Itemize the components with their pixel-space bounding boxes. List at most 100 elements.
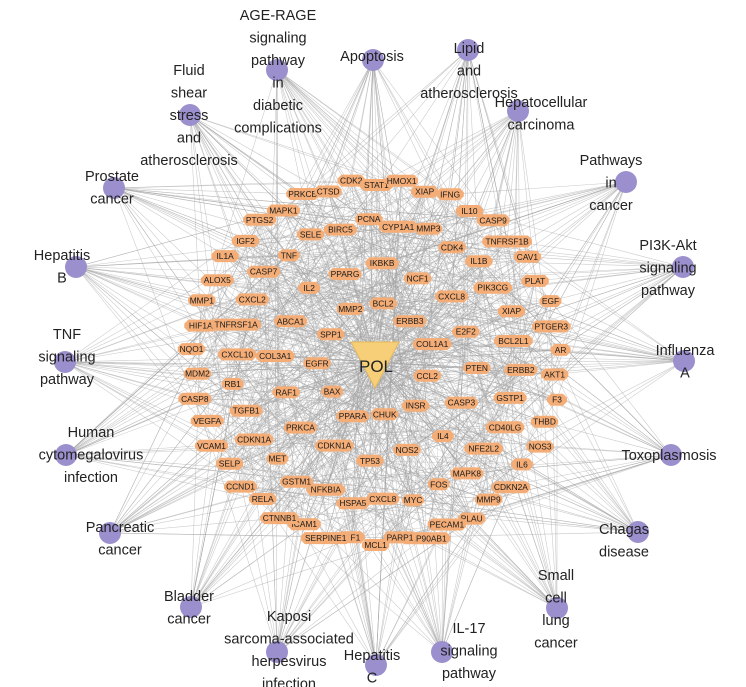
- pathway-label: Toxoplasmosis: [621, 448, 716, 464]
- gene-node: IL1A: [211, 250, 239, 263]
- gene-node-shape: [371, 408, 399, 421]
- gene-node: CASP9: [476, 214, 510, 227]
- edge: [276, 69, 453, 248]
- gene-node-shape: [378, 220, 418, 233]
- pathway-circle: [546, 597, 568, 619]
- gene-node: TGFB1: [229, 404, 263, 417]
- pathway-circle: [365, 654, 387, 676]
- pathway-label-line: pathway: [251, 53, 306, 69]
- pathway-circle: [627, 521, 649, 543]
- edge: [75, 266, 512, 312]
- pathway-circle: [54, 351, 76, 373]
- gene-node: IL4: [432, 430, 454, 443]
- edge: [113, 187, 555, 375]
- gene-node-shape: [260, 512, 299, 525]
- edge: [534, 280, 672, 456]
- gene-node-shape: [286, 188, 320, 200]
- edge: [65, 435, 443, 456]
- edge: [375, 266, 684, 546]
- gene-node: MET: [266, 452, 289, 465]
- gene-node-shape: [540, 368, 569, 381]
- gene-node-shape: [211, 318, 261, 331]
- gene-node-shape: [464, 442, 503, 455]
- edge: [189, 114, 246, 242]
- edge: [276, 69, 303, 195]
- gene-label: SPP1: [320, 329, 342, 339]
- pathway-circle: [362, 49, 384, 71]
- edge: [309, 266, 684, 289]
- edge: [211, 361, 377, 447]
- edge: [424, 110, 519, 192]
- gene-label: RELA: [252, 494, 274, 504]
- gene-node-shape: [436, 188, 464, 201]
- gene-label: ERBB2: [507, 365, 535, 375]
- edge: [441, 331, 467, 653]
- pathway-circle: [179, 104, 201, 126]
- pathway-circle: [457, 39, 479, 61]
- gene-node-shape: [402, 494, 424, 507]
- gene-node-shape: [473, 281, 513, 294]
- edge: [189, 114, 253, 300]
- pathway-label-line: pathway: [40, 372, 95, 388]
- gene-node: NCF1: [403, 272, 432, 285]
- gene-node: HIF1A: [184, 319, 218, 332]
- gene-label: ABCA1: [277, 316, 305, 326]
- gene-node: MMP2: [336, 302, 364, 315]
- edge: [521, 464, 639, 533]
- edge: [438, 484, 558, 609]
- edge: [197, 373, 301, 428]
- edge: [340, 229, 443, 653]
- pathway-label-line: sarcoma-associated: [224, 632, 354, 648]
- gene-node-shape: [188, 294, 216, 307]
- gene-label: VCAM1: [197, 441, 226, 451]
- gene-node-shape: [455, 205, 484, 217]
- gene-node-shape: [315, 439, 354, 452]
- edge: [398, 110, 519, 227]
- gene-label: E2F2: [456, 327, 476, 337]
- edge: [75, 266, 255, 440]
- gene-label: MCL1: [364, 540, 387, 550]
- edge: [240, 486, 639, 533]
- gene-label: INSR: [406, 401, 426, 411]
- gene-label: NFE2L2: [468, 444, 499, 454]
- gene-node: INSR: [401, 399, 430, 412]
- edge: [432, 343, 639, 533]
- edge: [449, 194, 558, 400]
- edge: [64, 184, 377, 363]
- gene-label: CD40LG: [489, 422, 522, 432]
- edge: [189, 114, 291, 322]
- pathway-label-line: pathway: [442, 666, 497, 682]
- pathway-label-line: cytomegalovirus: [39, 448, 144, 464]
- gene-node-shape: [303, 357, 331, 370]
- pathway-label-line: B: [57, 271, 67, 287]
- pathway-label-line: cancer: [534, 636, 578, 652]
- edge: [245, 184, 377, 242]
- gene-node: CASP3: [444, 396, 478, 409]
- gene-node-shape: [401, 399, 430, 412]
- edge: [109, 278, 418, 534]
- gene-label: CDKN2A: [494, 482, 528, 492]
- edge: [64, 361, 376, 546]
- gene-node-shape: [491, 481, 531, 494]
- edge: [237, 278, 418, 355]
- pathway-label-line: stress: [170, 108, 209, 124]
- edge: [327, 191, 685, 362]
- edge: [65, 220, 494, 456]
- gene-label: MAPK1: [269, 206, 298, 216]
- pathway-node-p_toxo: Toxoplasmosis: [621, 444, 717, 466]
- edge: [493, 181, 627, 221]
- edge: [276, 369, 522, 653]
- edge: [369, 460, 523, 465]
- gene-node: MAPK8: [450, 467, 484, 480]
- edge: [65, 348, 192, 456]
- gene-node-shape: [266, 204, 300, 217]
- gene-node: PLAT: [521, 274, 549, 287]
- gene-node: HSPA5: [336, 497, 370, 510]
